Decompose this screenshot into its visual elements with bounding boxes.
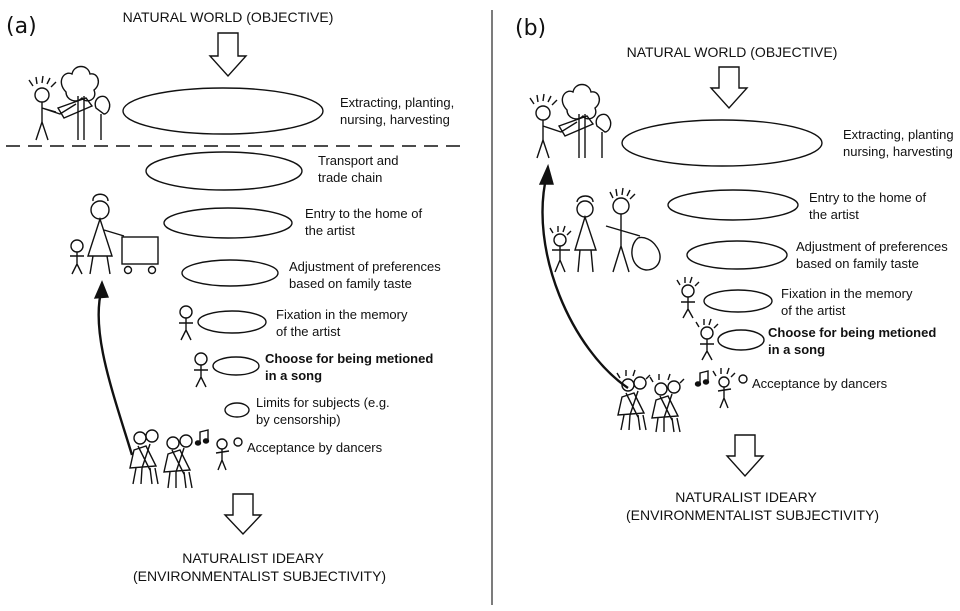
panel-b-stick-figure-1: [676, 276, 700, 319]
panel-b-feedback-arrow: [541, 173, 629, 389]
panel-a-stage-ellipse-3: [163, 207, 293, 239]
panel-a-bottom-title: NATURALIST IDEARY(ENVIRONMENTALIST SUBJE…: [133, 550, 387, 584]
panel-a-stage-ellipse-8: [233, 437, 243, 447]
panel-b-feedback-arrowhead: [538, 163, 554, 185]
panel-a-label: (a): [6, 14, 37, 39]
panel-a-stage-ellipse-4: [181, 259, 279, 287]
panel-a-top-title: NATURAL WORLD (OBJECTIVE): [122, 9, 334, 25]
panel-a-stage-label-8: Acceptance by dancers: [247, 440, 383, 455]
panel-a-stage-label-1: Extracting, planting,nursing, harvesting: [340, 95, 455, 127]
panel-a-worker-with-tree-drawing: [28, 65, 111, 141]
panel-a-bottom-arrow: [223, 493, 263, 536]
panel-a-stage-ellipse-2: [145, 151, 303, 191]
panel-b-stage-ellipse-4: [703, 289, 773, 313]
panel-b-stage-ellipse-3: [686, 240, 788, 270]
panel-b-stick-figure-2: [695, 318, 719, 361]
panel-a-stick-figure-1: [179, 305, 193, 341]
panel-a-dancers-drawing: [129, 429, 230, 489]
panel-a-feedback-arrowhead: [93, 280, 110, 299]
panel-b-bottom-arrow: [725, 434, 765, 478]
panel-b-stage-label-6: Acceptance by dancers: [752, 376, 888, 391]
panel-b-stage-ellipse-2: [667, 189, 799, 221]
panel-b-dancers-drawing: [616, 367, 736, 433]
panel-a-top-arrow: [208, 32, 248, 78]
panel-a-stage-ellipse-6: [212, 356, 260, 376]
panel-b-worker-with-tree-drawing: [529, 83, 612, 159]
panel-b-label: (b): [515, 16, 547, 41]
panel-b-family-drawing: [549, 187, 661, 273]
panel-a-stage-ellipse-1: [122, 87, 324, 135]
panel-b-stage-ellipse-1: [621, 119, 823, 167]
panel-a-stick-figure-2: [194, 352, 208, 388]
panel-a-stage-ellipse-7: [224, 402, 250, 418]
panel-a-feedback-arrow: [97, 287, 134, 456]
panel-b-stage-ellipse-5: [717, 329, 765, 351]
panel-b-top-arrow: [709, 66, 749, 110]
panel-b-top-title: NATURAL WORLD (OBJECTIVE): [626, 44, 838, 60]
panel-b-stage-ellipse-6: [738, 374, 748, 384]
panel-a-stage-ellipse-5: [197, 310, 267, 334]
panel-a-family-with-cart-drawing: [70, 193, 159, 275]
panel-a-stage-label-7: Limits for subjects (e.g.by censorship): [256, 395, 390, 427]
panel-b-bottom-title: NATURALIST IDEARY(ENVIRONMENTALIST SUBJE…: [626, 489, 880, 523]
